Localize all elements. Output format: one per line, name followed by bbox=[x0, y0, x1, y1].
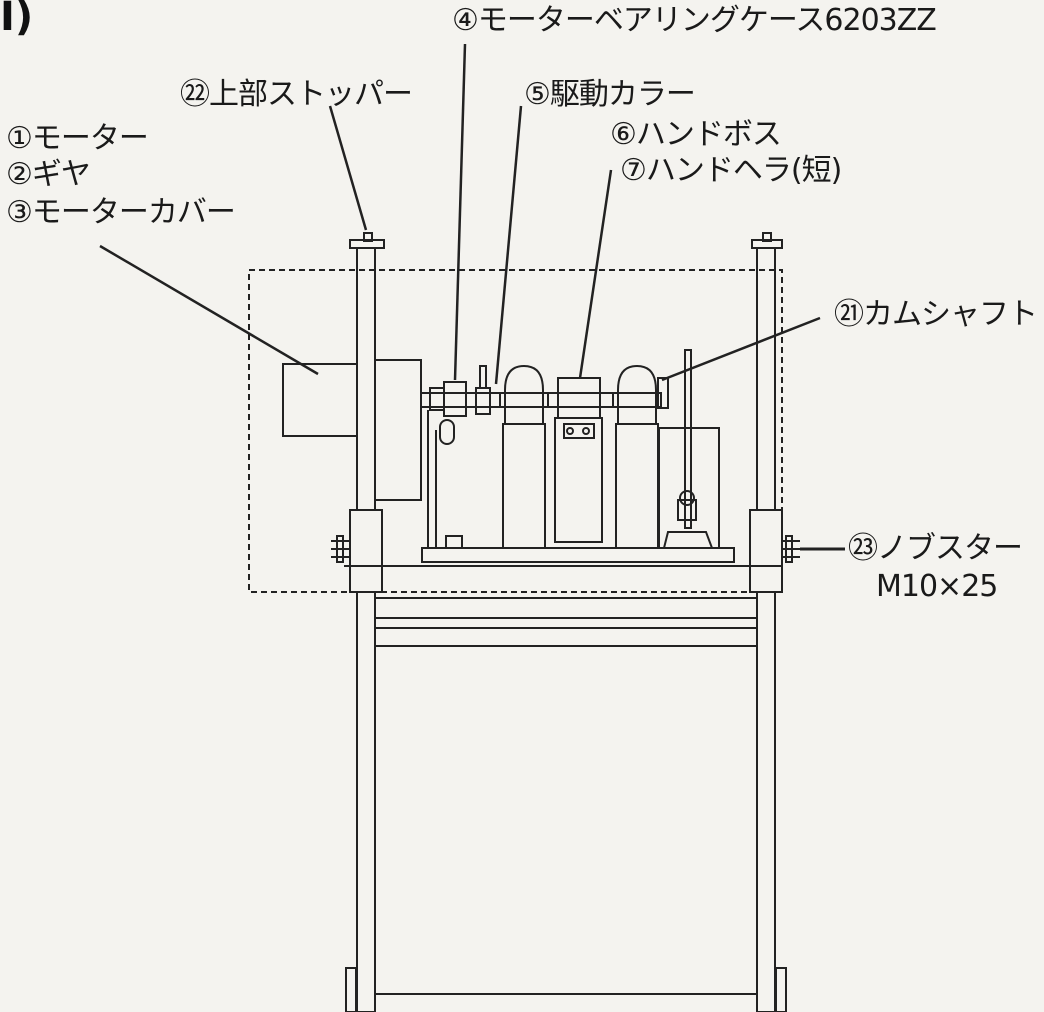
left-cam-housing bbox=[499, 364, 549, 549]
label-motor-cover: ③モーターカバー bbox=[6, 195, 236, 230]
label-knob-star: ㉓ノブスター bbox=[848, 531, 1023, 566]
right-post bbox=[749, 232, 845, 593]
label-bearing-case: ④モーターベアリングケース6203ZZ bbox=[452, 3, 937, 38]
label-hand-spatula: ⑦ハンドヘラ(短) bbox=[620, 153, 842, 188]
label-hand-boss: ⑥ハンドボス bbox=[610, 117, 782, 152]
dashed-guard-outline bbox=[248, 269, 783, 593]
drive-collar bbox=[475, 387, 491, 415]
label-camshaft: ㉑カムシャフト bbox=[834, 297, 1038, 332]
motor-cover bbox=[374, 359, 422, 501]
label-upper-stopper: ㉒上部ストッパー bbox=[180, 77, 413, 112]
label-knob-star-size: M10×25 bbox=[876, 569, 998, 604]
bearing-case bbox=[443, 381, 467, 417]
base-plate bbox=[344, 547, 782, 567]
lower-frame bbox=[345, 591, 787, 1012]
hand-boss bbox=[554, 377, 603, 543]
left-linkage bbox=[427, 410, 463, 549]
label-drive-collar: ⑤駆動カラー bbox=[524, 77, 696, 112]
figure-corner-mark: I) bbox=[0, 0, 34, 40]
label-gear: ②ギヤ bbox=[6, 157, 91, 192]
motor-body bbox=[282, 363, 358, 437]
right-mechanism bbox=[658, 349, 720, 549]
leader-lines bbox=[99, 43, 821, 385]
label-motor: ①モーター bbox=[6, 121, 149, 156]
